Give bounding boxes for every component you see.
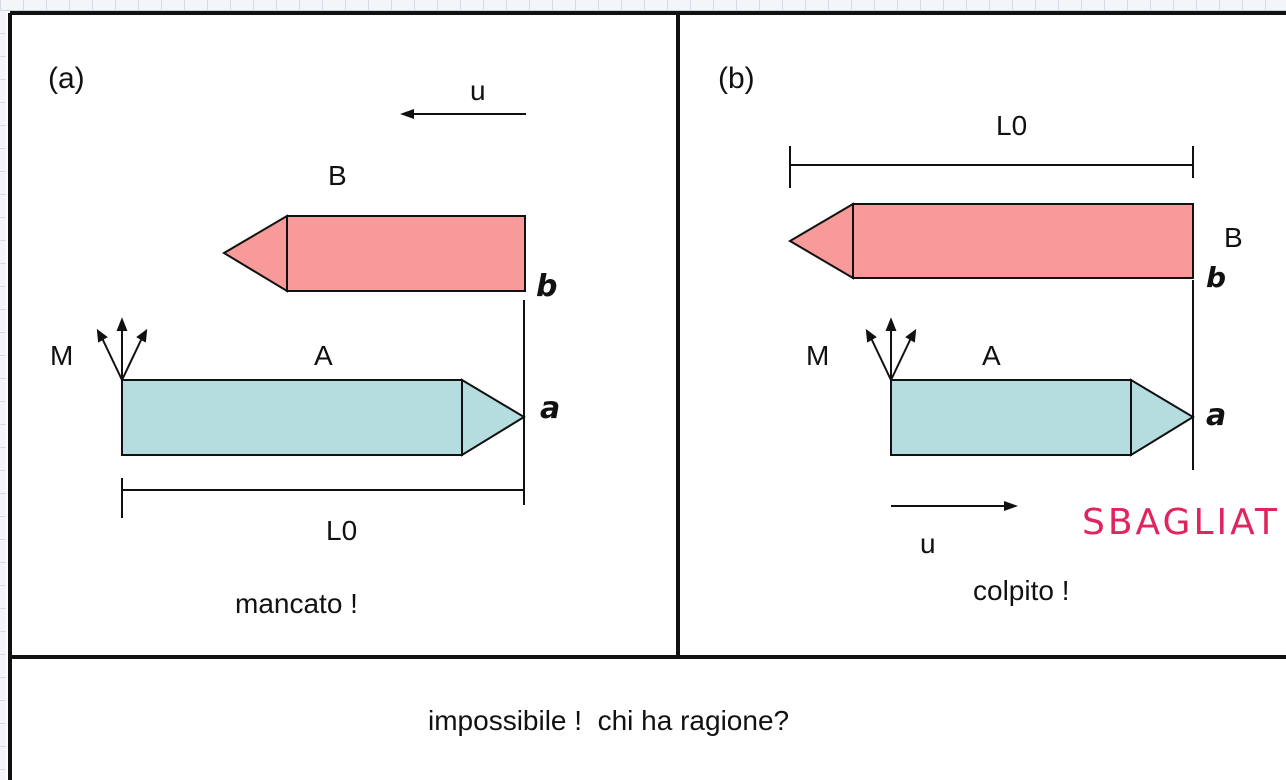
top-ruler bbox=[0, 0, 1286, 11]
panel-b-rod-a-end: a bbox=[1206, 398, 1226, 433]
panel-b-rod-a-label: A bbox=[982, 340, 1001, 371]
panel-a-observer-icon bbox=[96, 317, 148, 381]
footer-question: impossibile ! chi ha ragione? bbox=[428, 705, 789, 736]
panel-a-rod-b-label: B bbox=[328, 160, 347, 191]
panel-a-length-dimension bbox=[121, 478, 525, 518]
panel-a-velocity-arrow bbox=[400, 109, 526, 119]
panel-a-rod-b bbox=[222, 214, 526, 293]
panel-b-velocity-arrow bbox=[891, 501, 1018, 511]
panel-a: (a) u B b M A a bbox=[48, 62, 560, 619]
panel-a-length-label: L0 bbox=[326, 515, 357, 546]
panel-b-observer-icon bbox=[865, 317, 917, 381]
panel-b-rod-b bbox=[788, 202, 1194, 280]
panel-b: (b) L0 B b M A bbox=[718, 62, 1280, 606]
panel-a-rod-b-end: b bbox=[536, 269, 557, 304]
panel-b-velocity-label: u bbox=[920, 528, 936, 559]
panel-b-tag: (b) bbox=[718, 62, 755, 95]
panel-b-result: colpito ! bbox=[973, 575, 1070, 606]
panel-a-rod-a-label: A bbox=[314, 340, 333, 371]
panel-b-observer-label: M bbox=[806, 340, 829, 371]
frame bbox=[8, 11, 1286, 780]
panel-b-length-label: L0 bbox=[996, 110, 1027, 141]
panel-b-rod-a bbox=[890, 378, 1195, 457]
panel-b-rod-b-end: b bbox=[1206, 261, 1226, 294]
panel-a-rod-a-end: a bbox=[540, 391, 560, 426]
panel-a-velocity-label: u bbox=[470, 75, 486, 106]
left-ruler bbox=[0, 10, 6, 780]
panel-a-result: mancato ! bbox=[235, 588, 358, 619]
panel-b-annotation: SBAGLIAT bbox=[1082, 502, 1280, 543]
panel-b-length-dimension bbox=[789, 146, 1194, 188]
panel-a-rod-a bbox=[121, 378, 526, 457]
panel-a-observer-label: M bbox=[50, 340, 73, 371]
panel-b-rod-b-label: B bbox=[1224, 222, 1243, 253]
panel-a-tag: (a) bbox=[48, 62, 85, 95]
